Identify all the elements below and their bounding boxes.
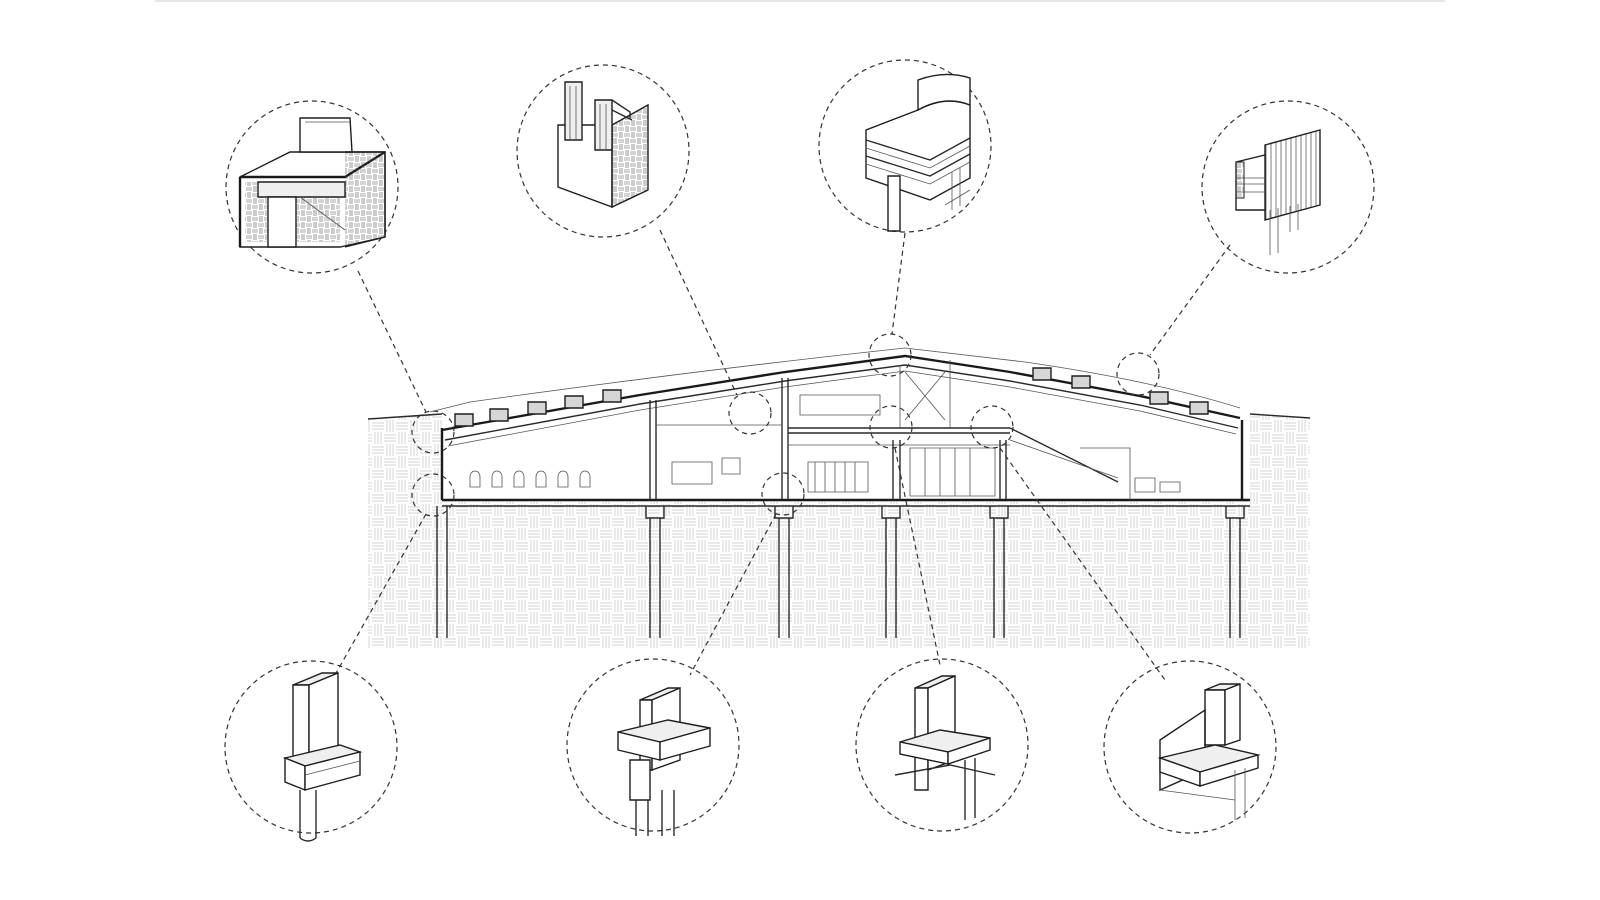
roof-skylights xyxy=(454,367,1209,427)
detail-foundation-middle xyxy=(566,658,740,836)
locator-foundation-middle xyxy=(761,472,805,516)
interior-structure xyxy=(436,360,1250,638)
callout-leader-lines xyxy=(334,229,1231,681)
detail-skylight-wall xyxy=(516,64,690,238)
section-seating xyxy=(469,447,1181,497)
locator-stair-landing xyxy=(970,405,1014,449)
locator-skylight-wall xyxy=(728,391,772,435)
locator-foundation-left xyxy=(411,473,455,517)
section-locator-circles xyxy=(411,333,1160,517)
foundation-piles xyxy=(436,506,1245,638)
locator-eave-left xyxy=(411,410,455,454)
detail-floor-slab-junction xyxy=(855,658,1029,832)
locator-roof-panel-right xyxy=(1116,352,1160,396)
detail-stair-landing xyxy=(1103,660,1277,834)
locator-floor-slab-junction xyxy=(869,405,913,449)
ground-section xyxy=(367,412,1311,648)
detail-ridge xyxy=(818,59,992,233)
detail-foundation-left xyxy=(224,660,398,842)
roof-structure xyxy=(429,347,1241,447)
detail-eave-left xyxy=(225,100,399,274)
locator-ridge xyxy=(868,333,912,377)
detail-roof-panel-right xyxy=(1201,100,1375,274)
